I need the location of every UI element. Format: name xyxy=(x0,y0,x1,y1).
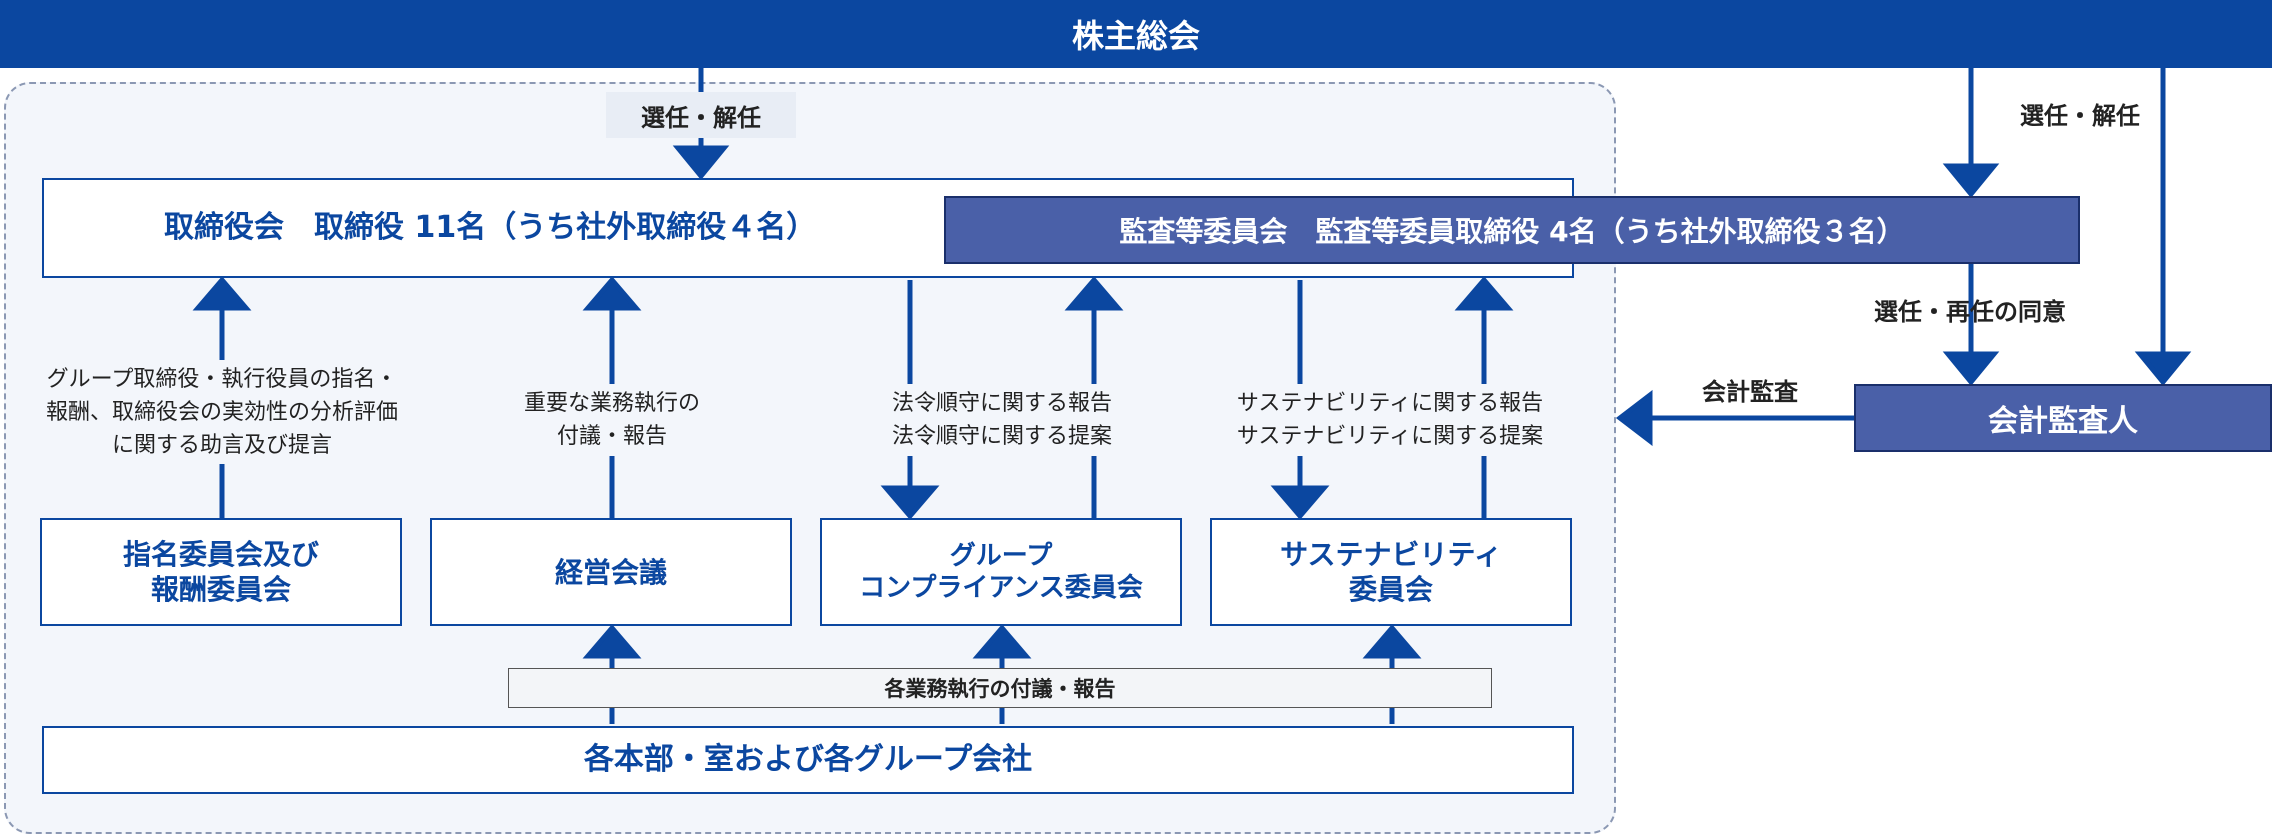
compliance-reports-label: 法令順守に関する報告 法令順守に関する提案 xyxy=(872,384,1132,456)
sustainability-report-line: サステナビリティに関する報告 xyxy=(1236,391,1544,416)
board-label: 取締役会 取締役 11名（うち社外取締役４名） xyxy=(164,210,817,246)
sustainability-reports-label: サステナビリティに関する報告 サステナビリティに関する提案 xyxy=(1218,384,1562,456)
shareholders-meeting-banner: 株主総会 xyxy=(0,0,2272,68)
business-proposal-line-2: 付議・報告 xyxy=(556,424,667,449)
audit-committee-box: 監査等委員会 監査等委員取締役 4名（うち社外取締役３名） xyxy=(944,196,2080,264)
nomination-compensation-committee-box: 指名委員会及び 報酬委員会 xyxy=(40,518,402,626)
group-compliance-committee-box: グループ コンプライアンス委員会 xyxy=(820,518,1182,626)
management-meeting-label: 経営会議 xyxy=(554,555,667,589)
nomination-committee-line-1: 指名委員会及び xyxy=(122,538,319,571)
divisions-and-group-companies-box: 各本部・室および各グループ会社 xyxy=(42,726,1574,794)
sustainability-committee-line-1: サステナビリティ xyxy=(1280,538,1502,571)
management-meeting-box: 経営会議 xyxy=(430,518,792,626)
sustainability-proposal-line: サステナビリティに関する提案 xyxy=(1236,424,1544,449)
compliance-committee-line-1: グループ xyxy=(949,540,1053,571)
sustainability-committee-box: サステナビリティ 委員会 xyxy=(1210,518,1572,626)
reappointment-consent-label: 選任・再任の同意 xyxy=(1874,298,2066,326)
compliance-committee-line-2: コンプライアンス委員会 xyxy=(859,573,1143,603)
nomination-advice-label: グループ取締役・執行役員の指名・ 報酬、取締役会の実効性の分析評価 に関する助言… xyxy=(22,360,422,464)
each-business-proposal-label: 各業務執行の付議・報告 xyxy=(508,668,1492,708)
selection-dismissal-right-label: 選任・解任 xyxy=(2020,102,2140,130)
nomination-advice-line-2: 報酬、取締役会の実効性の分析評価 xyxy=(45,399,398,425)
divisions-label: 各本部・室および各グループ会社 xyxy=(583,742,1033,778)
selection-dismissal-label: 選任・解任 xyxy=(606,92,796,138)
nomination-advice-line-3: に関する助言及び提言 xyxy=(111,432,332,458)
nomination-committee-line-2: 報酬委員会 xyxy=(150,573,291,606)
accounting-auditor-box: 会計監査人 xyxy=(1854,384,2272,452)
business-proposal-line-1: 重要な業務執行の xyxy=(523,391,700,416)
sustainability-committee-line-2: 委員会 xyxy=(1348,573,1433,606)
compliance-proposal-line: 法令順守に関する提案 xyxy=(891,424,1112,449)
accounting-audit-label: 会計監査 xyxy=(1702,378,1798,406)
nomination-advice-line-1: グループ取締役・執行役員の指名・ xyxy=(46,366,398,392)
business-proposal-label: 重要な業務執行の 付議・報告 xyxy=(480,384,744,456)
compliance-report-line: 法令順守に関する報告 xyxy=(891,391,1112,416)
